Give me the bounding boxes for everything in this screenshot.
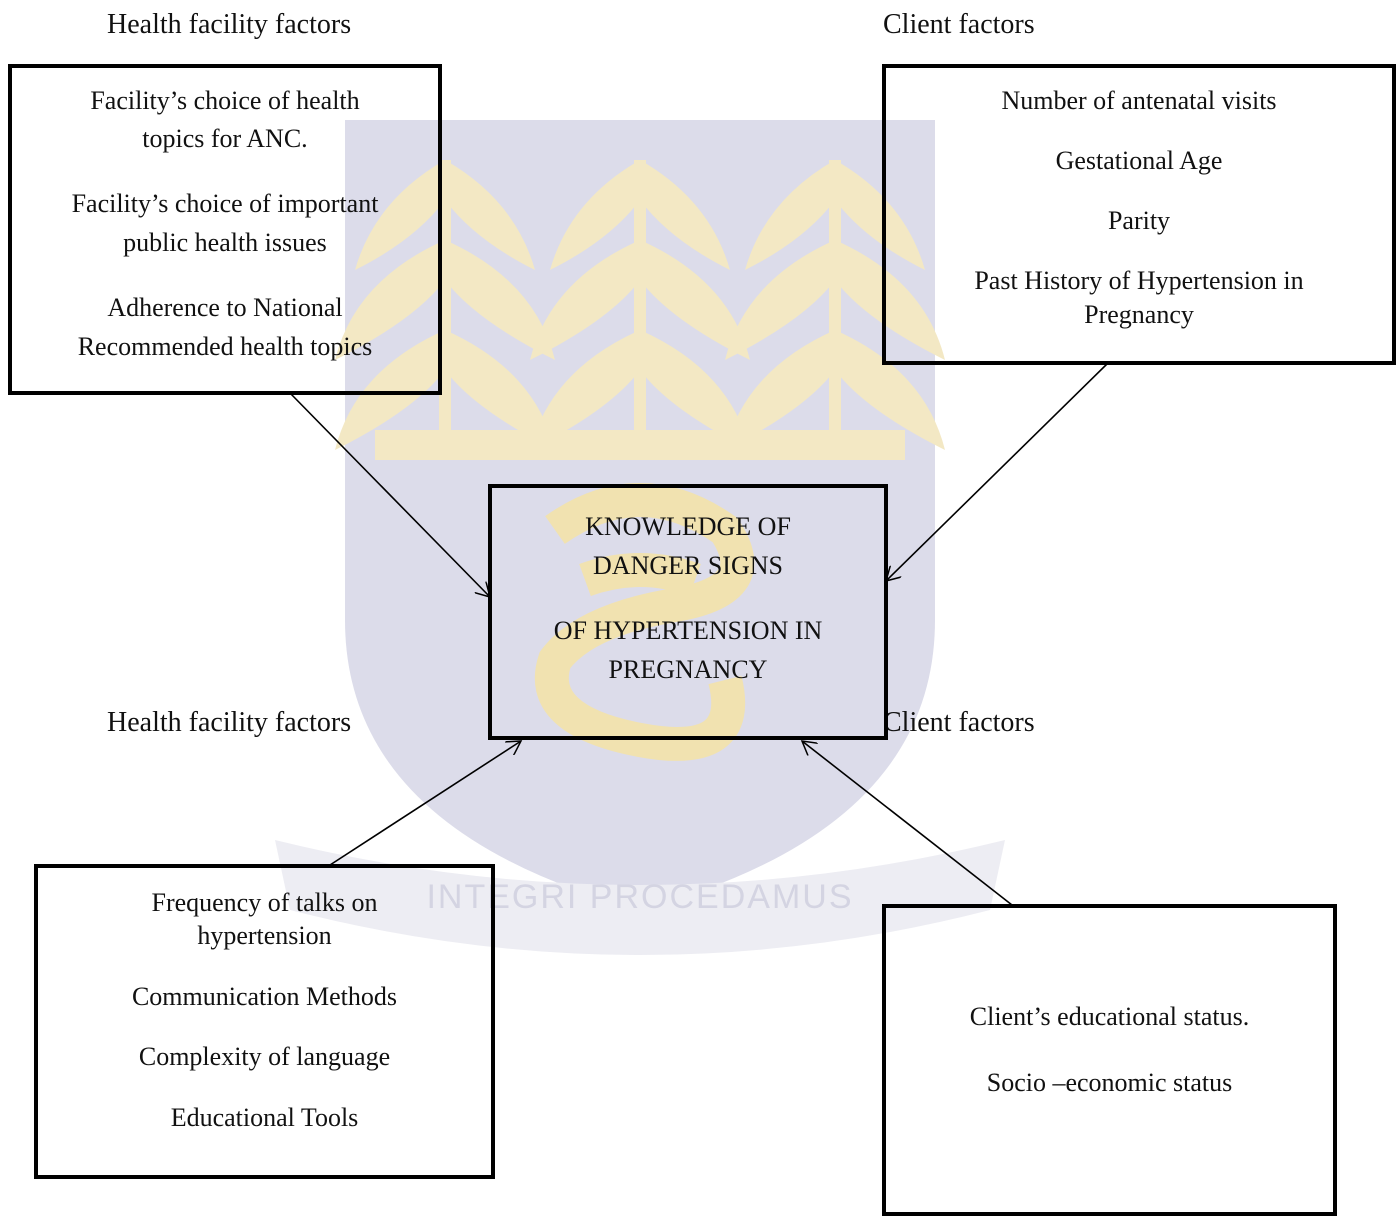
heading-top-left: Health facility factors — [107, 9, 352, 40]
box-item: Gestational Age — [1055, 146, 1223, 175]
arrow-top-right — [886, 362, 1109, 581]
heading-bottom-left: Health facility factors — [107, 707, 352, 738]
crest-watermark: INTEGRI PROCEDAMUS — [275, 120, 1005, 955]
box-item: Educational Tools — [170, 1103, 359, 1132]
crest-monogram — [534, 483, 755, 761]
box-item: Communication Methods — [131, 982, 398, 1011]
box-item: Complexity of language — [138, 1042, 391, 1071]
box-knowledge-center: KNOWLEDGE OF DANGER SIGNS OF HYPERTENSIO… — [488, 484, 888, 740]
box-item: Facility’s choice of important — [71, 189, 379, 218]
box-client-bottom: Client’s educational status. Socio –econ… — [882, 904, 1337, 1216]
box-item: Pregnancy — [1084, 300, 1194, 329]
box-item: Socio –economic status — [986, 1068, 1233, 1097]
palm-leaves — [335, 160, 945, 460]
arrow-bottom-left — [329, 741, 521, 866]
arrow-top-left — [289, 392, 490, 597]
box-item: Parity — [1107, 206, 1171, 235]
box-item: Frequency of talks on — [151, 888, 378, 917]
center-line: OF HYPERTENSION IN — [553, 616, 823, 645]
center-line: DANGER SIGNS — [593, 551, 783, 580]
heading-top-right: Client factors — [883, 9, 1035, 40]
center-line: PREGNANCY — [608, 655, 768, 684]
box-item: Adherence to National — [107, 293, 343, 322]
box-item: public health issues — [123, 228, 327, 257]
box-health-facility-top: Facility’s choice of health topics for A… — [8, 64, 442, 395]
box-item: hypertension — [197, 921, 332, 950]
box-item: Number of antenatal visits — [1001, 86, 1277, 115]
box-item: Client’s educational status. — [969, 1002, 1250, 1031]
box-client-top: Number of antenatal visits Gestational A… — [882, 64, 1396, 365]
arrow-bottom-right — [802, 741, 1013, 906]
center-line: KNOWLEDGE OF — [585, 512, 791, 541]
box-health-facility-bottom: Frequency of talks on hypertension Commu… — [34, 864, 495, 1179]
motto-text: INTEGRI PROCEDAMUS — [426, 878, 853, 916]
heading-bottom-right: Client factors — [883, 707, 1035, 738]
box-item: Past History of Hypertension in — [974, 266, 1304, 295]
box-item: Facility’s choice of health — [90, 86, 360, 115]
box-item: topics for ANC. — [142, 124, 308, 153]
motto-ribbon — [275, 840, 1005, 955]
box-item: Recommended health topics — [77, 332, 373, 361]
